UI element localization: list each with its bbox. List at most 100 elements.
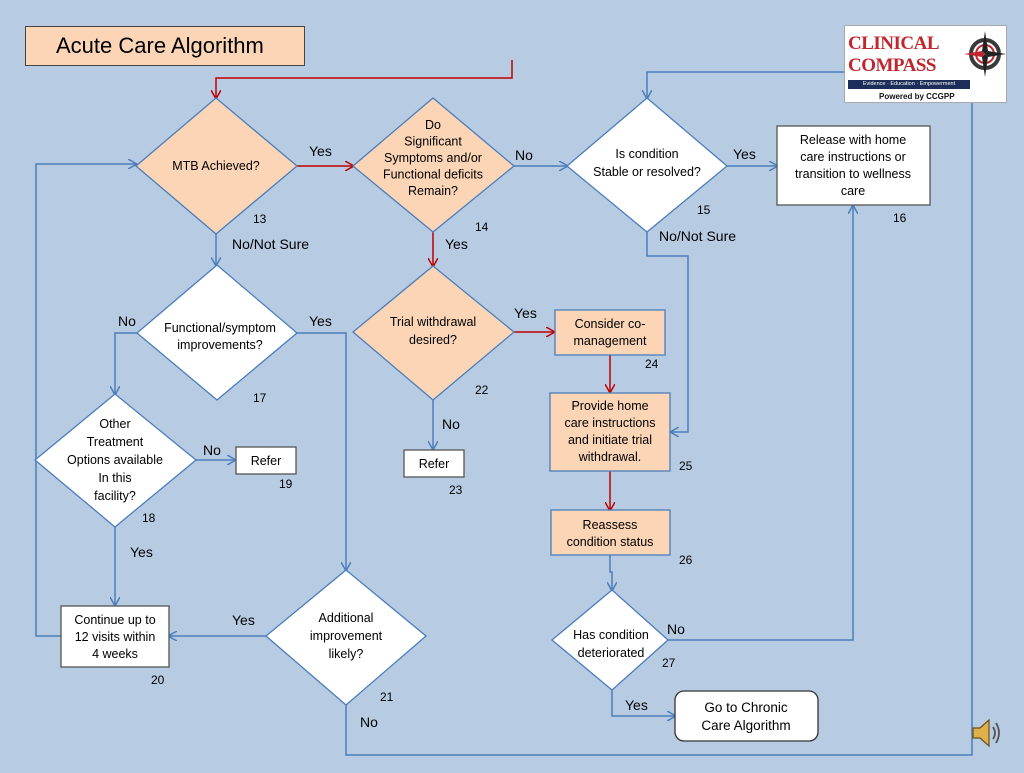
edge-label-14-yes: Yes	[445, 236, 468, 252]
n18-line-1: Treatment	[87, 435, 144, 449]
n18-line-3: In this	[98, 471, 131, 485]
edge-label-18-no: No	[203, 442, 221, 458]
n27-line-0: Has condition	[573, 628, 649, 642]
n16-line-3: care	[841, 184, 865, 198]
n18-line-0: Other	[99, 417, 130, 431]
n25-line-0: Provide home	[571, 399, 648, 413]
node-20-text: Continue up to 12 visits within 4 weeks	[74, 613, 155, 661]
decision-condition-stable[interactable]	[565, 97, 729, 233]
n26-line-0: Reassess	[583, 518, 638, 532]
box-provide-home-care[interactable]	[549, 392, 671, 472]
n16-line-0: Release with home	[800, 133, 906, 147]
n19-line-0: Refer	[251, 454, 282, 468]
decision-functional-improvements[interactable]	[135, 264, 299, 401]
edge-label-22-no: No	[442, 416, 460, 432]
edge-21-no-return	[345, 103, 973, 756]
node-number-18: 18	[142, 511, 156, 525]
node-27-text: Has condition deteriorated	[573, 628, 649, 660]
n26-line-1: condition status	[567, 535, 654, 549]
edge-label-27-yes: Yes	[625, 697, 648, 713]
n16-line-1: care instructions or	[800, 150, 906, 164]
edge-label-14-no: No	[515, 147, 533, 163]
node-number-26: 26	[679, 553, 693, 567]
decision-other-treatment[interactable]	[33, 393, 198, 528]
n20-line-0: Continue up to	[74, 613, 155, 627]
n25-line-3: withdrawal.	[578, 450, 642, 464]
n24-line-0: Consider co-	[575, 317, 646, 331]
node-16-text: Release with home care instructions or tra…	[795, 133, 911, 198]
node-number-19: 19	[279, 477, 293, 491]
speaker-icon[interactable]	[970, 715, 1002, 751]
decision-mtb-achieved[interactable]	[134, 97, 299, 235]
n17-line-0: Functional/symptom	[164, 321, 276, 335]
n14-line-0: Do	[425, 118, 441, 132]
edge-label-13-no: No/Not Sure	[232, 236, 309, 252]
node-number-17: 17	[253, 391, 267, 405]
decision-trial-withdrawal[interactable]	[351, 265, 516, 401]
node-number-25: 25	[679, 459, 693, 473]
edge-label-22-yes: Yes	[514, 305, 537, 321]
node-26-text: Reassess condition status	[567, 518, 654, 549]
edge-26-27	[610, 555, 612, 590]
n22-line-0: Trial withdrawal	[390, 315, 476, 329]
node-21-text: Additional improvement likely?	[310, 611, 383, 661]
node-24-text: Consider co-management	[574, 317, 647, 348]
n14-line-4: Remain?	[408, 184, 458, 198]
n20-line-1: 12 visits within	[75, 630, 156, 644]
page-title: Acute Care Algorithm	[25, 26, 305, 66]
n25-line-1: care instructions	[564, 416, 655, 430]
n21-line-1: improvement	[310, 629, 383, 643]
n21-line-0: Additional	[319, 611, 374, 625]
decision-condition-deteriorated[interactable]	[550, 589, 669, 691]
n18-line-2: Options available	[67, 453, 163, 467]
n16-line-2: transition to wellness	[795, 167, 911, 181]
edge-label-17-no: No	[118, 313, 136, 329]
box-reassess-condition[interactable]	[550, 509, 671, 556]
box-go-chronic-care[interactable]	[674, 690, 819, 742]
n21-line-2: likely?	[329, 647, 364, 661]
node-number-24: 24	[645, 357, 659, 371]
n28-line-1: Care Algorithm	[701, 718, 790, 733]
compass-icon	[964, 31, 1006, 77]
n18-line-4: facility?	[94, 489, 136, 503]
n22-line-1: desired?	[409, 333, 457, 347]
node-25-text: Provide home care instructions and initiat…	[564, 399, 655, 464]
edge-label-13-yes: Yes	[309, 143, 332, 159]
n23-line-0: Refer	[419, 457, 450, 471]
logo-word-compass: COMPASS	[848, 55, 936, 76]
n15-line-0: Is condition	[615, 147, 678, 161]
node-number-21: 21	[380, 690, 394, 704]
box-continue-visits[interactable]	[60, 605, 170, 668]
node-number-14: 14	[475, 220, 489, 234]
n13-line-0: MTB Achieved?	[172, 159, 260, 173]
n14-line-2: Symptoms and/or	[384, 151, 482, 165]
n28-line-0: Go to Chronic	[704, 700, 788, 715]
node-19-text: Refer	[251, 454, 282, 468]
edge-27-no	[668, 206, 853, 641]
box-consider-comanagement[interactable]	[554, 309, 666, 356]
n14-line-1: Significant	[404, 135, 462, 149]
edge-17-no	[115, 332, 137, 394]
logo-word-clinical: CLINICAL	[848, 33, 940, 54]
node-23-text: Refer	[419, 457, 450, 471]
n27-line-1: deteriorated	[578, 646, 645, 660]
node-number-20: 20	[151, 673, 165, 687]
box-release-home-care[interactable]	[776, 125, 931, 206]
node-number-22: 22	[475, 383, 489, 397]
edge-label-18-yes: Yes	[130, 544, 153, 560]
decision-additional-improvement[interactable]	[264, 569, 428, 706]
clinical-compass-logo: CLINICAL COMPASS Evidence · Education · …	[844, 25, 1007, 103]
decision-significant-symptoms[interactable]	[351, 97, 516, 233]
n15-line-1: Stable or resolved?	[593, 165, 701, 179]
node-number-16: 16	[893, 211, 907, 225]
n25-line-2: and initiate trial	[568, 433, 652, 447]
n20-line-2: 4 weeks	[92, 647, 138, 661]
edge-label-27-no: No	[667, 621, 685, 637]
box-refer-23[interactable]	[403, 449, 465, 478]
edge-entry	[216, 60, 513, 98]
box-refer-19[interactable]	[235, 446, 297, 475]
node-number-15: 15	[697, 203, 711, 217]
